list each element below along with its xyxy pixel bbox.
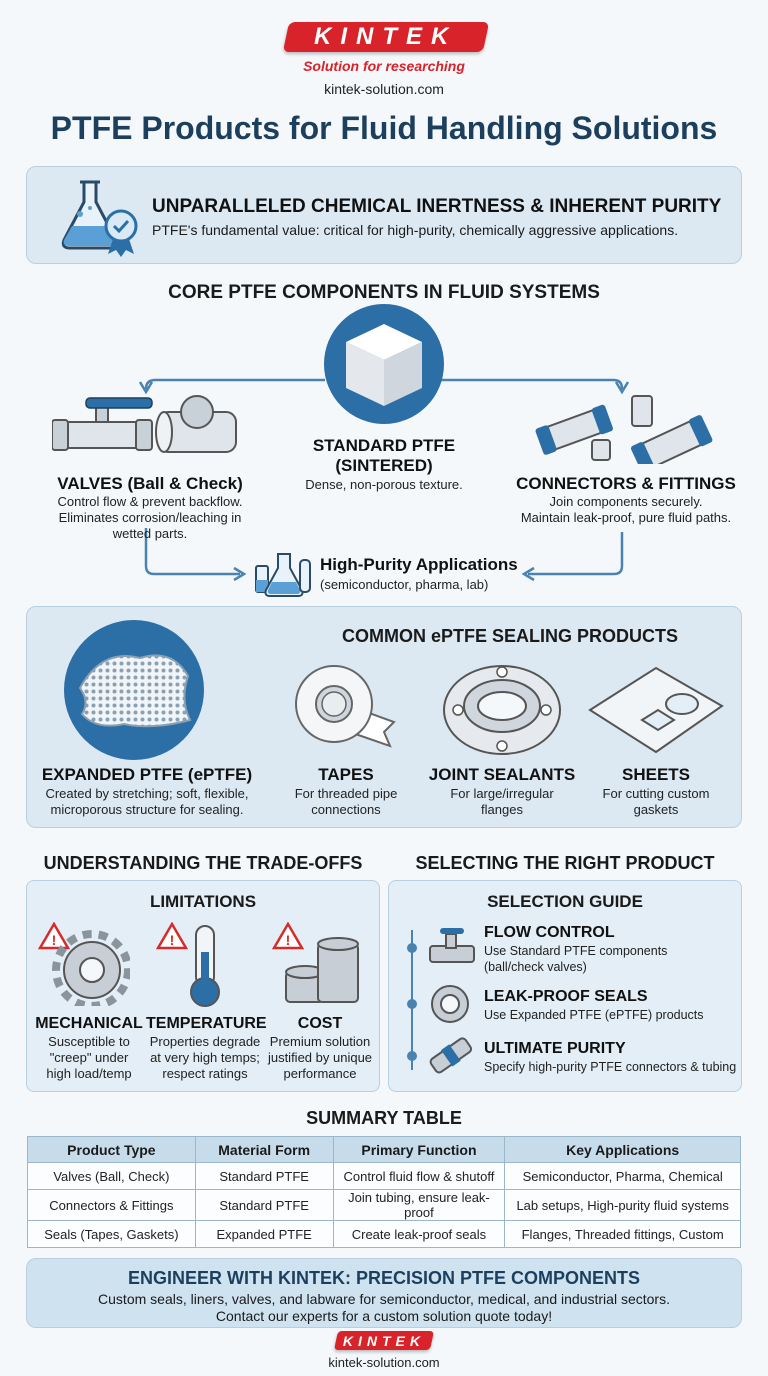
table-header-row: Product Type Material Form Primary Funct… bbox=[27, 1136, 741, 1163]
table-cell: Valves (Ball, Check) bbox=[27, 1162, 196, 1190]
cta-line1: Custom seals, liners, valves, and labwar… bbox=[98, 1291, 670, 1307]
lab-vials-icon bbox=[255, 553, 311, 597]
kintek-logo[interactable]: KINTEK bbox=[282, 22, 490, 52]
summary-table: Product Type Material Form Primary Funct… bbox=[27, 1136, 741, 1248]
leak-proof-desc: Use Expanded PTFE (ePTFE) products bbox=[484, 1008, 704, 1022]
cta-panel bbox=[26, 1258, 742, 1328]
footer-url[interactable]: kintek-solution.com bbox=[328, 1355, 440, 1370]
table-header: Material Form bbox=[194, 1136, 334, 1163]
thermometer-warning-icon: ! bbox=[156, 922, 220, 1007]
svg-text:!: ! bbox=[52, 932, 57, 948]
gear-warning-icon: ! bbox=[38, 922, 130, 1006]
selection-timeline bbox=[407, 928, 475, 1074]
selection-guide-heading: SELECTION GUIDE bbox=[487, 892, 643, 911]
table-cell: Semiconductor, Pharma, Chemical bbox=[504, 1162, 741, 1190]
tape-roll-icon bbox=[295, 665, 396, 748]
table-cell: Standard PTFE bbox=[194, 1162, 334, 1190]
valves-icon bbox=[52, 395, 237, 453]
table-cell: Create leak-proof seals bbox=[332, 1220, 506, 1248]
website-url[interactable]: kintek-solution.com bbox=[324, 81, 444, 97]
tagline: Solution for researching bbox=[303, 58, 465, 74]
table-row: Seals (Tapes, Gaskets) Expanded PTFE Cre… bbox=[27, 1220, 741, 1248]
joint-sealant-icon bbox=[443, 665, 561, 755]
table-header: Primary Function bbox=[332, 1136, 506, 1163]
ring-seal-icon bbox=[431, 985, 469, 1023]
ptfe-cube-icon bbox=[324, 304, 444, 424]
footer-logo[interactable]: KINTEK bbox=[333, 1331, 435, 1350]
connectors-desc: Join components securely.Maintain leak-p… bbox=[520, 494, 732, 525]
table-cell: Control fluid flow & shutoff bbox=[332, 1162, 506, 1190]
table-cell: Flanges, Threaded fittings, Custom bbox=[504, 1220, 741, 1248]
connectors-icon bbox=[535, 395, 713, 464]
svg-text:!: ! bbox=[170, 932, 175, 948]
table-cell: Seals (Tapes, Gaskets) bbox=[27, 1220, 196, 1248]
table-cell: Lab setups, High-purity fluid systems bbox=[504, 1189, 741, 1221]
table-cell: Connectors & Fittings bbox=[27, 1189, 196, 1221]
intro-panel bbox=[26, 166, 742, 264]
sheets-title: SHEETS bbox=[621, 765, 691, 784]
valves-desc: Control flow & prevent backflow.Eliminat… bbox=[57, 494, 243, 541]
standard-ptfe-title: STANDARD PTFE(SINTERED) bbox=[312, 436, 456, 475]
connector-icon bbox=[429, 1037, 473, 1074]
tradeoffs-heading: UNDERSTANDING THE TRADE-OFFS bbox=[43, 853, 363, 873]
table-cell: Standard PTFE bbox=[194, 1189, 334, 1221]
core-heading: CORE PTFE COMPONENTS IN FLUID SYSTEMS bbox=[168, 282, 600, 303]
cost-title: COST bbox=[297, 1015, 343, 1032]
leak-proof-title: LEAK-PROOF SEALS bbox=[484, 988, 648, 1005]
eptfe-desc: Created by stretching; soft, flexible,mi… bbox=[45, 786, 249, 817]
eptfe-heading: COMMON ePTFE SEALING PRODUCTS bbox=[341, 626, 678, 646]
flask-badge-icon bbox=[61, 180, 138, 257]
selection-heading: SELECTING THE RIGHT PRODUCT bbox=[415, 853, 715, 873]
core-flow-arrows bbox=[138, 378, 630, 582]
eptfe-mesh-icon bbox=[64, 620, 204, 760]
apps-title: High-Purity Applications bbox=[320, 555, 518, 574]
table-row: Connectors & Fittings Standard PTFE Join… bbox=[27, 1189, 741, 1221]
cta-line2: Contact our experts for a custom solutio… bbox=[215, 1308, 553, 1324]
joint-sealants-title: JOINT SEALANTS bbox=[428, 765, 576, 784]
table-header: Product Type bbox=[27, 1136, 196, 1163]
flow-control-title: FLOW CONTROL bbox=[484, 924, 615, 941]
summary-heading: SUMMARY TABLE bbox=[306, 1108, 462, 1128]
cta-title: ENGINEER WITH KINTEK: PRECISION PTFE COM… bbox=[127, 1268, 641, 1288]
table-cell: Join tubing, ensure leak-proof bbox=[332, 1189, 506, 1221]
temperature-title: TEMPERATURE bbox=[146, 1015, 267, 1032]
mechanical-title: MECHANICAL bbox=[35, 1015, 143, 1032]
sheet-icon bbox=[588, 666, 724, 754]
flow-control-desc: Use Standard PTFE components(ball/check … bbox=[484, 944, 668, 974]
page-title: PTFE Products for Fluid Handling Solutio… bbox=[50, 110, 718, 146]
valves-title: VALVES (Ball & Check) bbox=[57, 474, 243, 493]
tapes-title: TAPES bbox=[318, 765, 374, 784]
limitations-heading: LIMITATIONS bbox=[149, 892, 257, 911]
eptfe-title: EXPANDED PTFE (ePTFE) bbox=[41, 765, 253, 784]
logo-text: KINTEK bbox=[314, 23, 458, 50]
connectors-title: CONNECTORS & FITTINGS bbox=[516, 474, 736, 493]
intro-title: UNPARALLELED CHEMICAL INERTNESS & INHERE… bbox=[152, 196, 722, 217]
valve-icon bbox=[429, 928, 475, 963]
table-cell: Expanded PTFE bbox=[194, 1220, 334, 1248]
footer-logo-text: KINTEK bbox=[342, 1332, 426, 1349]
standard-ptfe-desc: Dense, non-porous texture. bbox=[305, 477, 463, 492]
purity-desc: Specify high-purity PTFE connectors & tu… bbox=[484, 1060, 737, 1074]
table-row: Valves (Ball, Check) Standard PTFE Contr… bbox=[27, 1162, 741, 1190]
intro-text: PTFE's fundamental value: critical for h… bbox=[152, 222, 679, 238]
table-header: Key Applications bbox=[504, 1136, 741, 1163]
purity-title: ULTIMATE PURITY bbox=[484, 1040, 626, 1057]
coins-warning-icon: ! bbox=[272, 922, 359, 1003]
apps-desc: (semiconductor, pharma, lab) bbox=[320, 577, 489, 592]
svg-text:!: ! bbox=[286, 932, 291, 948]
